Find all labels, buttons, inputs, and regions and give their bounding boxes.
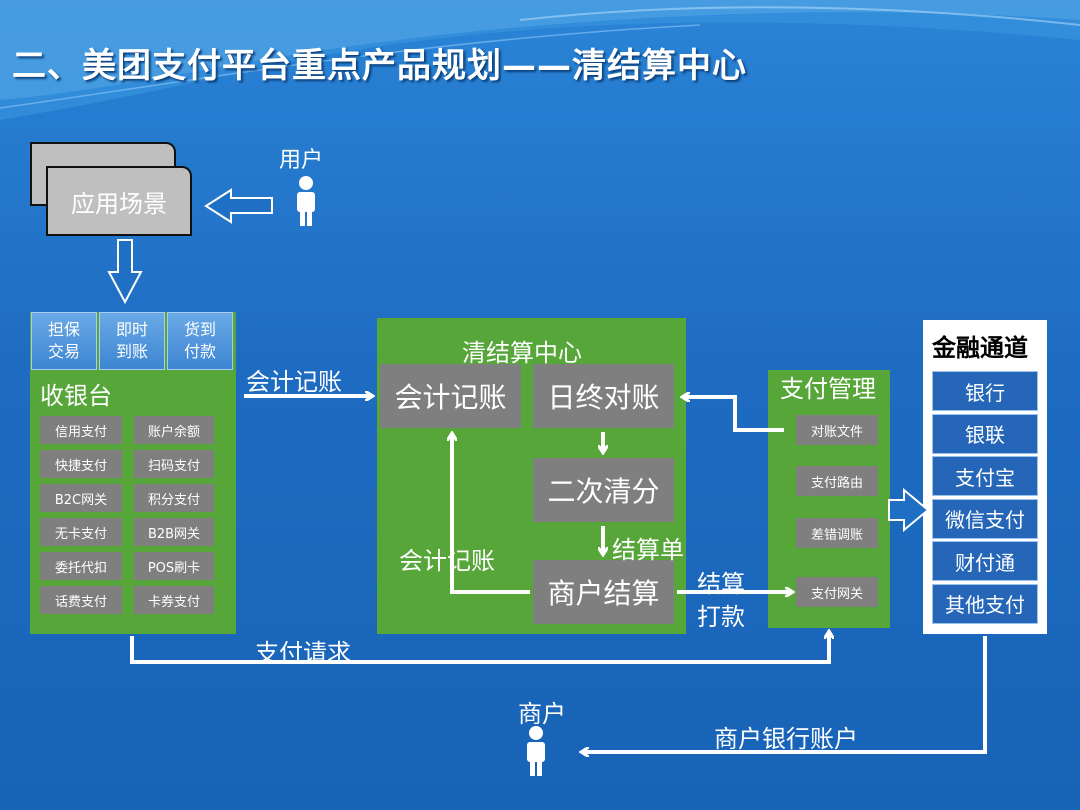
finance-channel-title: 金融通道 xyxy=(932,334,1028,362)
payment-method-item: 委托代扣 xyxy=(40,552,122,580)
page-title: 二、美团支付平台重点产品规划——清结算中心 xyxy=(12,46,747,86)
scene-label: 应用场景 xyxy=(71,189,167,218)
tab-label: 货到付款 xyxy=(183,320,216,361)
second-split-label: 二次清分 xyxy=(547,475,660,508)
cashier-title: 收银台 xyxy=(40,382,112,410)
accounting-label: 会计记账 xyxy=(394,381,507,414)
payment-method-item: 账户余额 xyxy=(134,416,214,444)
payment-method-item: 扫码支付 xyxy=(134,450,214,478)
payment-mgmt-title: 支付管理 xyxy=(780,375,876,403)
merchant-settle-box: 商户结算 xyxy=(533,560,674,624)
payment-method-item: 卡券支付 xyxy=(134,586,214,614)
payment-mgmt-item: 支付网关 xyxy=(796,577,878,607)
scene-card: 应用场景 xyxy=(46,166,192,236)
payment-method-item: 积分支付 xyxy=(134,484,214,512)
finance-channel-item: 支付宝 xyxy=(932,456,1038,496)
payment-mgmt-item: 对账文件 xyxy=(796,415,878,445)
payment-mgmt-item: 差错调账 xyxy=(796,518,878,548)
payment-method-item: 话费支付 xyxy=(40,586,122,614)
payment-method-item: 信用支付 xyxy=(40,416,122,444)
payment-mgmt-item: 支付路由 xyxy=(796,466,878,496)
merchant-person-icon xyxy=(527,726,545,776)
tab-label: 即时到账 xyxy=(115,320,148,361)
hollow-right-arrow xyxy=(888,487,930,533)
finance-channel-item: 财付通 xyxy=(932,541,1038,581)
arrow-merchant-account xyxy=(582,636,987,752)
payment-method-item: POS刷卡 xyxy=(134,552,214,580)
tab-instant-arrival[interactable]: 即时到账 xyxy=(99,312,165,370)
accounting-box: 会计记账 xyxy=(380,364,521,428)
hollow-left-arrow xyxy=(204,188,273,224)
finance-channel-item: 银行 xyxy=(932,371,1038,411)
finance-channel-item: 微信支付 xyxy=(932,498,1038,539)
finance-channel-item: 其他支付 xyxy=(932,583,1038,624)
arrow-reconcile-file xyxy=(683,397,784,432)
arrow-pay-request xyxy=(130,632,829,664)
clearing-center-title: 清结算中心 xyxy=(462,339,582,367)
daily-reconcile-box: 日终对账 xyxy=(533,364,674,428)
payment-method-item: B2B网关 xyxy=(134,518,214,546)
payment-method-item: 无卡支付 xyxy=(40,518,122,546)
payment-method-item: B2C网关 xyxy=(40,484,122,512)
tab-guarantee-trade[interactable]: 担保交易 xyxy=(31,312,97,370)
reconcile-label: 日终对账 xyxy=(547,381,660,414)
tab-label: 担保交易 xyxy=(47,320,80,361)
payment-method-item: 快捷支付 xyxy=(40,450,122,478)
arrow-accounting-back xyxy=(452,434,530,594)
accounting-back-label: 会计记账 xyxy=(399,547,495,575)
settle-sheet-label: 结算单 xyxy=(612,536,684,564)
merchant-label: 商户 xyxy=(518,700,566,728)
header-swoosh xyxy=(0,0,1080,120)
merchant-settle-label: 商户结算 xyxy=(547,577,660,610)
tab-cash-on-delivery[interactable]: 货到付款 xyxy=(167,312,233,370)
hollow-down-arrow xyxy=(107,239,143,305)
accounting-in-label: 会计记账 xyxy=(246,368,342,396)
second-split-box: 二次清分 xyxy=(533,458,674,522)
settle-pay-label-2: 打款 xyxy=(697,603,745,631)
finance-channel-item: 银联 xyxy=(932,413,1038,454)
user-label: 用户 xyxy=(279,148,324,173)
merchant-account-label: 商户银行账户 xyxy=(714,725,858,753)
